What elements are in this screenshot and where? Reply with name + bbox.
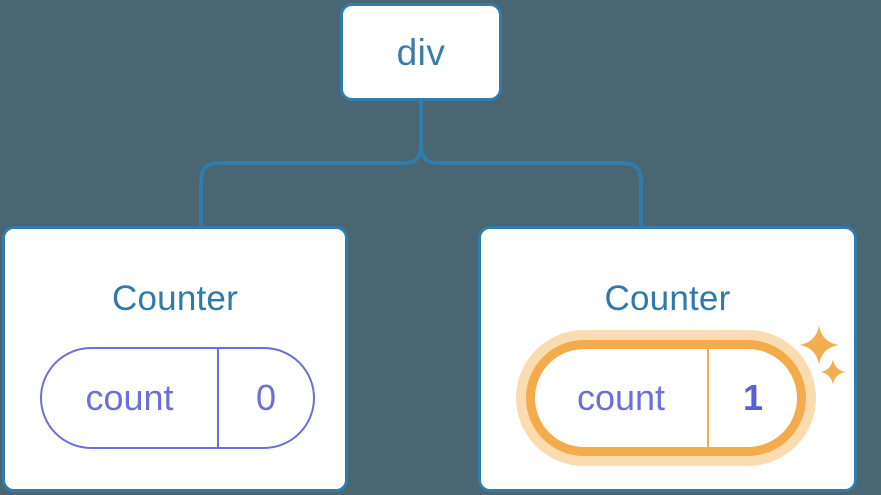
counter-right-state-value: 1	[742, 377, 764, 418]
counter-left-pill-divider	[217, 349, 219, 447]
connector-right-branch	[419, 143, 643, 226]
counter-left-state-value: 0	[255, 377, 277, 418]
counter-right-state-key: count	[576, 377, 666, 418]
counter-right-state-pill[interactable]: count 1	[535, 349, 797, 447]
sparkle-small-icon	[820, 359, 846, 385]
counter-right-title: Counter	[604, 279, 731, 318]
div-node[interactable]: div	[340, 3, 502, 101]
connector-left-branch	[199, 143, 423, 226]
counter-right-state-highlight: count 1	[516, 330, 816, 466]
sparkle-large-icon	[799, 325, 839, 365]
counter-right-pill-divider	[707, 349, 709, 447]
counter-left-state-key: count	[85, 377, 174, 418]
counter-left-title: Counter	[112, 279, 238, 318]
counter-left-state-pill[interactable]: count 0	[40, 347, 315, 449]
div-node-label: div	[396, 31, 446, 73]
